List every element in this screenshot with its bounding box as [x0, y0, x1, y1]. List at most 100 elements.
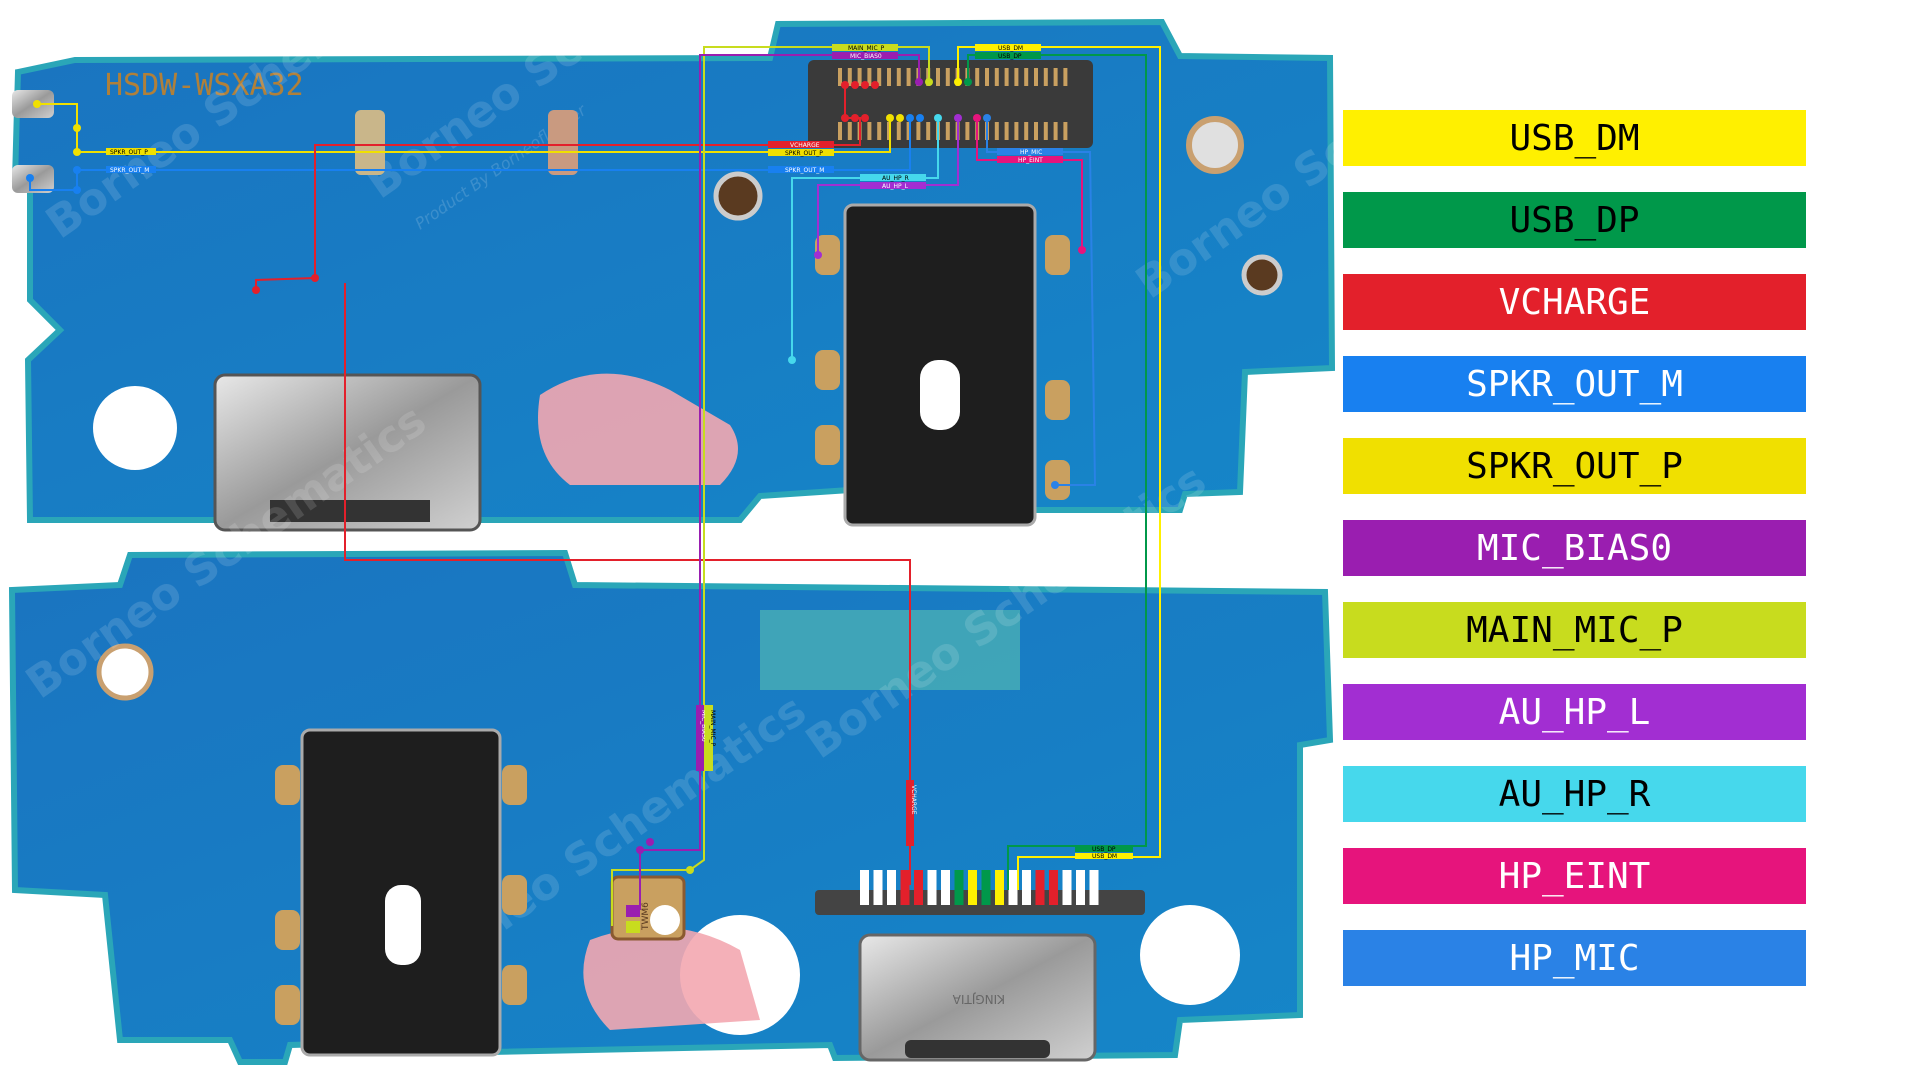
trace-label: AU_HP_R	[882, 175, 909, 182]
junction-dot	[964, 78, 972, 86]
connector-pin	[896, 68, 901, 86]
junction-dot	[636, 846, 644, 854]
legend-item-vcharge: VCHARGE	[1343, 274, 1806, 330]
connector-pin	[1014, 68, 1019, 86]
junction-dot	[871, 81, 879, 89]
legend-item-au-hp-r: AU_HP_R	[1343, 766, 1806, 822]
trace-label: USB_DM	[998, 45, 1023, 52]
trace-hp-mic	[986, 118, 1097, 486]
junction-dot	[1051, 481, 1059, 489]
usb-c-pin	[1022, 870, 1031, 905]
usb-c-pin	[900, 870, 910, 905]
trace-label: SPKR_OUT_P	[110, 149, 148, 156]
usb-c-pin	[995, 870, 1004, 905]
junction-dot	[851, 114, 859, 122]
jack-pads	[275, 765, 527, 1025]
connector-pin	[985, 68, 989, 86]
junction-dots	[26, 78, 1086, 874]
junction-dot	[686, 866, 694, 874]
trace-usb-dp	[967, 54, 1147, 890]
connector-opening	[270, 500, 430, 522]
top-board: HSDW-WSXA32 Borneo Schematics Borneo Sch…	[11, 0, 1340, 532]
junction-dot	[252, 286, 260, 294]
connector-pin	[1004, 122, 1009, 140]
mount-hole	[1186, 116, 1244, 174]
connector-pin	[965, 122, 970, 140]
connector-pin	[1063, 68, 1068, 86]
mic-pad-signal	[626, 921, 640, 933]
trace-label: SPKR_OUT_M	[110, 167, 150, 174]
trace-usb-dm	[957, 46, 1161, 890]
mount-hole	[96, 643, 154, 701]
usb-c-pin	[927, 870, 937, 905]
connector-pin	[945, 68, 950, 86]
junction-dot	[915, 78, 923, 86]
watermark-shape	[538, 373, 738, 485]
connector-pin	[847, 122, 852, 140]
capacitor	[548, 110, 578, 175]
junction-dot	[33, 100, 41, 108]
connector-opening	[905, 1040, 1050, 1058]
legend-item-hp-eint: HP_EINT	[1343, 848, 1806, 904]
connector-pin	[926, 122, 931, 140]
connector-pin	[838, 68, 842, 86]
junction-dot	[954, 114, 962, 122]
connector-pin	[1043, 68, 1048, 86]
trace-label: MAIN_MIC_P	[848, 45, 885, 52]
mic-marking: TWM6	[641, 902, 651, 931]
junction-dot	[841, 114, 849, 122]
junction-dot	[886, 114, 894, 122]
connector-pin	[945, 122, 950, 140]
trace-label: VCHARGE	[910, 785, 917, 815]
trace-main-mic-p	[611, 46, 930, 926]
usb-c-pin	[1076, 870, 1085, 905]
trace-label: SPKR_OUT_M	[785, 167, 825, 174]
usb-c-pin	[1035, 870, 1045, 905]
legend-item-hp-mic: HP_MIC	[1343, 930, 1806, 986]
junction-dot	[934, 114, 942, 122]
junction-dot	[954, 78, 962, 86]
connector-pin	[838, 122, 842, 140]
trace-vcharge-bottom	[344, 283, 911, 885]
trace-label: VCHARGE	[790, 142, 820, 149]
connector-pin	[1053, 122, 1058, 140]
connector-pin	[857, 68, 862, 86]
junction-dot	[788, 356, 796, 364]
connector-pin	[906, 122, 911, 140]
usb-c-pin	[887, 870, 896, 905]
connector-pin	[1043, 122, 1048, 140]
junction-dot	[311, 274, 319, 282]
mount-hole	[93, 386, 177, 470]
junction-dot	[1078, 246, 1086, 254]
connector-pin	[1014, 122, 1019, 140]
usb-c-pin	[1008, 870, 1018, 905]
usb-c-pin	[914, 870, 923, 905]
connector-pin	[1034, 122, 1038, 140]
junction-dot	[851, 81, 859, 89]
trace-label: HP_MIC	[1020, 149, 1042, 156]
usb-c-pin	[954, 870, 964, 905]
trace-label: MIC_BIAS0	[850, 53, 882, 60]
junction-dot	[983, 114, 991, 122]
trace-spkr-out-m	[29, 118, 911, 191]
junction-dot	[814, 251, 822, 259]
connector-pin	[994, 68, 999, 86]
legend-item-usb-dm: USB_DM	[1343, 110, 1806, 166]
usb-c-pin	[1049, 870, 1058, 905]
connector-pin	[975, 68, 980, 86]
usb-c-pin	[860, 870, 869, 905]
trace-label: SPKR_OUT_P	[785, 150, 823, 157]
trace-label: MIC_BIAS0	[700, 710, 707, 742]
connector-pin	[877, 68, 882, 86]
connector-pin	[867, 68, 872, 86]
junction-dot	[973, 114, 981, 122]
junction-dot	[861, 114, 869, 122]
trace-mic-bias0	[639, 54, 920, 910]
usbc-marking: KINGJTIA	[952, 992, 1005, 1006]
rf-connector	[713, 171, 763, 221]
trace-label: AU_HP_L	[882, 183, 909, 190]
legend-item-main-mic-p: MAIN_MIC_P	[1343, 602, 1806, 658]
legend-item-spkr-out-p: SPKR_OUT_P	[1343, 438, 1806, 494]
jack-slot	[385, 885, 421, 965]
junction-dot	[73, 186, 81, 194]
